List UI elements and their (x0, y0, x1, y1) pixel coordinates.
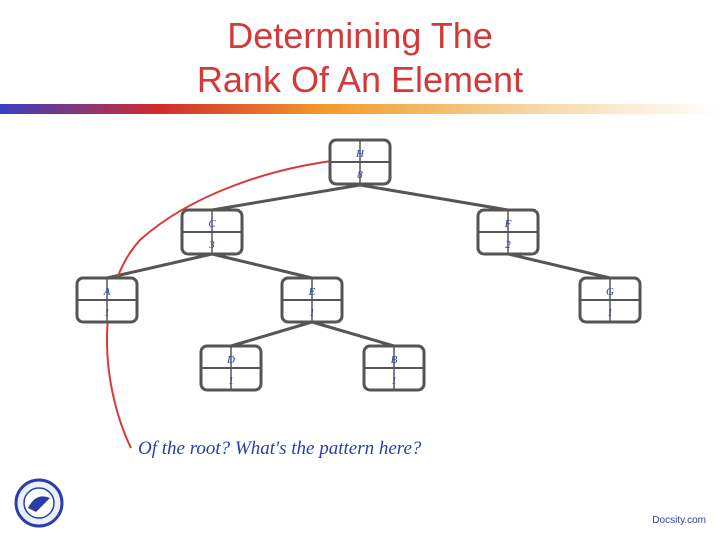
node-key: D (226, 354, 235, 366)
tree-node-b: B 1 (362, 344, 426, 392)
edge-root-f (359, 183, 509, 212)
footer-source: Docsity.com (652, 515, 706, 526)
rank-arrow-curve (106, 159, 341, 449)
tree-node-g: G 1 (578, 276, 642, 324)
slide-title-line-1: Determining The (227, 15, 493, 56)
node-rank: 3 (208, 239, 215, 251)
node-rank: 1 (228, 375, 234, 387)
node-key: A (103, 286, 111, 298)
node-rank: 1 (309, 307, 315, 319)
node-rank: 1 (104, 307, 110, 319)
node-key: E (308, 286, 316, 298)
edge-c-e (211, 252, 313, 280)
tree-node-root: H 8 (328, 138, 392, 186)
annotation-question: Of the root? What's the pattern here? (138, 438, 422, 459)
slide-title-line-2: Rank Of An Element (196, 59, 524, 100)
node-key: G (606, 286, 614, 298)
node-key: H (355, 148, 365, 160)
node-rank: 8 (357, 169, 363, 181)
tree-node-c: C 3 (180, 208, 244, 256)
tree-node-a: A 1 (75, 276, 139, 324)
edge-e-b (311, 320, 395, 348)
tree-node-d: D 1 (199, 344, 263, 392)
university-seal-icon (14, 478, 64, 528)
title-gradient-rule (0, 104, 720, 114)
node-rank: 2 (505, 239, 511, 251)
edge-c-a (106, 252, 213, 280)
edge-e-d (230, 320, 313, 348)
node-key: B (391, 354, 398, 366)
node-rank: 1 (607, 307, 613, 319)
node-key: F (504, 218, 512, 230)
node-key: C (208, 218, 216, 230)
tree-node-e: E 1 (280, 276, 344, 324)
tree-node-f: F 2 (476, 208, 540, 256)
edge-f-g (507, 252, 611, 280)
edge-root-c (211, 183, 361, 212)
node-rank: 1 (391, 375, 397, 387)
